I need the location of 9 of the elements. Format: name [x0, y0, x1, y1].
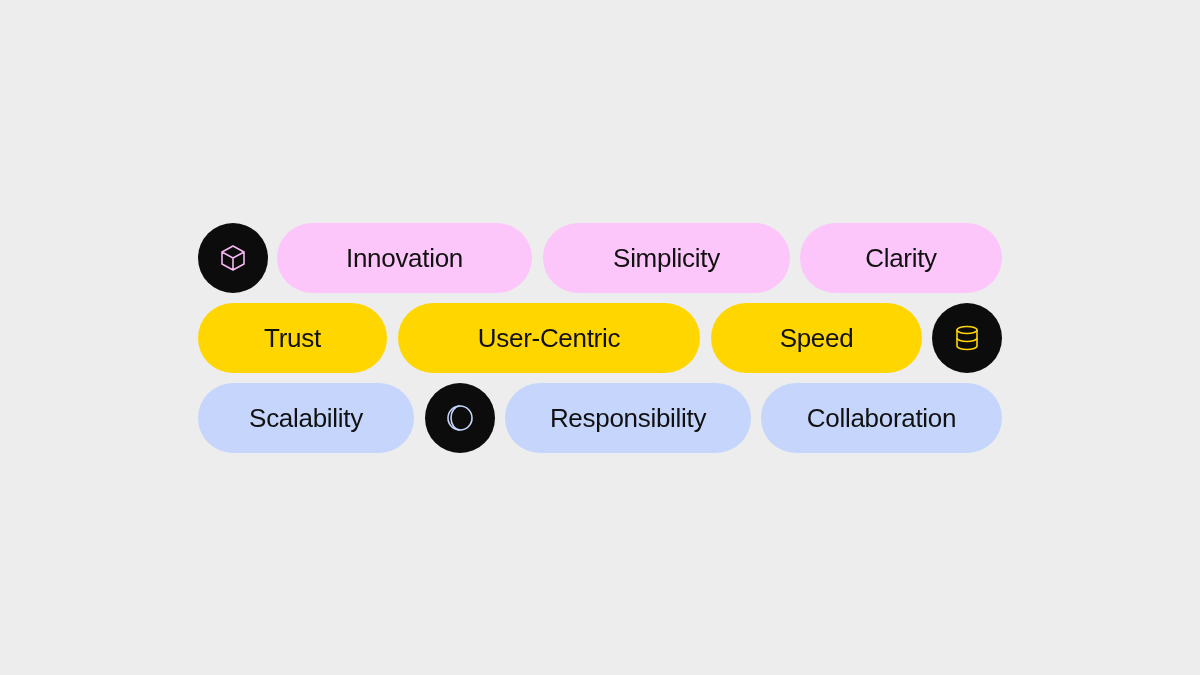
value-label: Clarity: [865, 242, 937, 274]
value-label: Trust: [264, 322, 321, 354]
value-label: User-Centric: [477, 322, 621, 354]
value-label: Simplicity: [613, 242, 720, 274]
value-label: Speed: [779, 322, 854, 354]
value-label: Innovation: [346, 242, 463, 274]
value-label: Collaboration: [806, 402, 957, 434]
value-label: Responsibility: [549, 402, 707, 434]
value-label: Scalability: [249, 402, 363, 434]
